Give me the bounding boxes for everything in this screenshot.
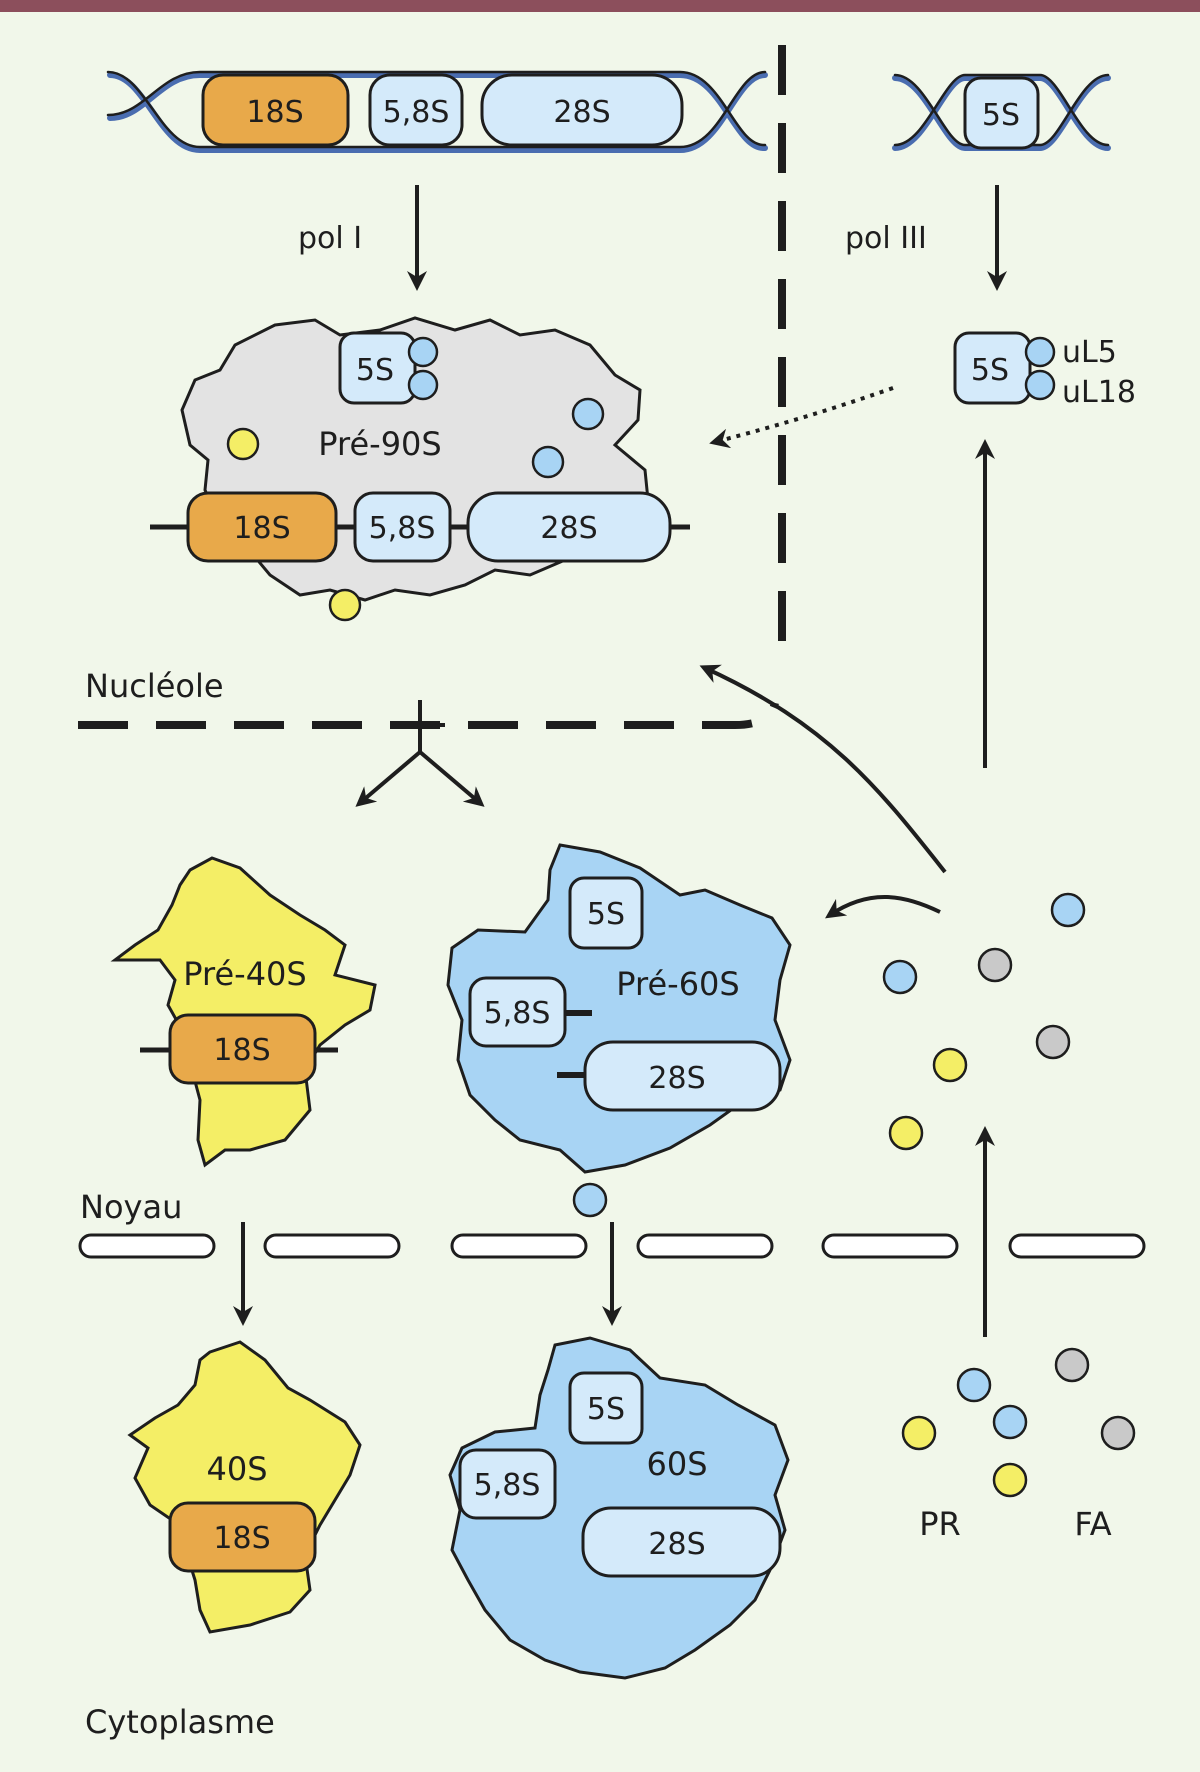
ribosomal-protein-icon [1024,336,1056,368]
ribosomal-protein-icon [572,1182,608,1218]
ribosomal-protein-icon [888,1115,924,1151]
ribosomal-protein-icon [1050,892,1086,928]
assembly-factor-icon [1035,1024,1071,1060]
pre60s-particle: 5S Pré-60S 5,8S 28S [446,843,792,1174]
rrna-18s-block [201,73,350,147]
rrna-5s-block [963,76,1040,150]
dna-helix-icon [892,73,1111,151]
nucleolus-label: Nucléole [85,667,224,705]
assembly-factor-icon [1100,1415,1136,1451]
ribosomal-protein-icon [531,445,565,479]
ribosomal-protein-icon [571,397,605,431]
ribosomal-protein-icon [226,427,260,461]
pre90s-58s-block [353,491,452,563]
mature-60s-58s-label: 5,8S [474,1468,541,1503]
mature-40s-18s-label: 18S [213,1521,270,1556]
nuclear-envelope-segment [263,1233,401,1259]
mature-60s-58s-block [458,1448,557,1520]
nuclear-envelope [78,1233,1146,1259]
pre60s-label: Pré-60S [616,965,739,1003]
rnp-5s: 5S uL5 uL18 [953,331,1136,410]
rrna-58s-block [368,73,464,147]
rrna-28s-label: 28S [553,95,610,130]
mature-40s-label: 40S [206,1450,267,1488]
mature-60s-subunit: 5S 60S 5,8S 28S [448,1336,790,1680]
cytoplasm-proteins [901,1347,1136,1498]
pre40s-18s-block [168,1013,317,1085]
pre60s-58s-block [468,976,567,1048]
mature-60s-5s-label: 5S [587,1392,625,1427]
pre60s-28s-block [583,1040,782,1112]
rnp-5s-rrna-label: 5S [971,353,1009,388]
rrna-28s-block [480,73,684,147]
rnp-5s-import-arrow [709,386,894,449]
pre90s-58s-label: 5,8S [369,511,436,546]
pre60s-5s-block [568,876,644,950]
pre60s-28s-label: 28S [648,1061,705,1096]
ribosomal-protein-icon [956,1367,992,1403]
nuclear-envelope-segment [1008,1233,1146,1259]
pre40s-particle: 18S Pré-40S [110,856,377,1168]
pre90s-18s-label: 18S [233,511,290,546]
mature-40s-18s-block [168,1501,317,1573]
ribosomal-protein-icon [992,1404,1028,1440]
mature-60s-5s-block [568,1371,644,1445]
rrna-5s-label: 5S [982,98,1020,133]
pre90s-18s-block [186,491,338,563]
nuclear-envelope-segment [78,1233,216,1259]
pol1-label: pol I [298,221,362,256]
mature-60s-28s-label: 28S [648,1527,705,1562]
pre60s-58s-label: 5,8S [484,996,551,1031]
pre40s-18s-label: 18S [213,1033,270,1068]
pre40s-body [110,856,377,1168]
ribosomal-protein-icon [328,588,362,622]
rdna-pol1-gene: 18S 5,8S 28S [106,70,768,153]
nuclear-envelope-segment [450,1233,588,1259]
dna-helix-icon [106,70,768,153]
top-border [0,0,1200,12]
mature-40s-subunit: 40S 18S [127,1340,362,1634]
legend-assembly-factors-label: FA [1074,1505,1111,1543]
pre90s-split-arrow [355,700,485,807]
protein-ul18-label: uL18 [1062,375,1136,410]
pre90s-particle: 5S Pré-90S 18S 5,8S 28S [150,316,690,622]
pre90s-5s-label: 5S [356,353,394,388]
nuclear-envelope-segment [636,1233,774,1259]
assembly-factor-icon [977,947,1013,983]
nuclear-envelope-segment [821,1233,959,1259]
ribosomal-protein-icon [882,959,918,995]
ribosomal-protein-icon [407,369,439,401]
nucleus-label: Noyau [80,1188,182,1226]
nucleoplasm-proteins [572,892,1086,1218]
legend-ribosomal-proteins-label: PR [919,1505,961,1543]
pre40s-label: Pré-40S [183,955,306,993]
pre90s-label: Pré-90S [318,425,441,463]
pol3-label: pol III [845,221,927,256]
pre90s-28s-label: 28S [540,511,597,546]
ribosomal-protein-icon [932,1047,968,1083]
ribosomal-protein-icon [992,1462,1028,1498]
protein-ul5-label: uL5 [1062,335,1117,370]
mature-60s-28s-block [581,1506,782,1578]
nucleolus-boundary-horizontal [78,701,779,729]
proteins-to-pre60s-arrow [825,895,941,919]
mature-60s-label: 60S [646,1445,707,1483]
pre90s-28s-block [466,491,672,563]
rnp-5s-rrna-block [953,331,1032,405]
ribosomal-protein-icon [407,336,439,368]
proteins-to-nucleolus-arrow [699,664,947,874]
ribosomal-protein-icon [901,1415,937,1451]
rdna-5s-gene: 5S [892,73,1111,151]
pre90s-5s-block [338,331,417,405]
assembly-factor-icon [1054,1347,1090,1383]
pre60s-5s-label: 5S [587,897,625,932]
rrna-58s-label: 5,8S [383,95,450,130]
rrna-18s-label: 18S [246,95,303,130]
ribosomal-protein-icon [1024,369,1056,401]
cytoplasm-label: Cytoplasme [85,1703,275,1741]
